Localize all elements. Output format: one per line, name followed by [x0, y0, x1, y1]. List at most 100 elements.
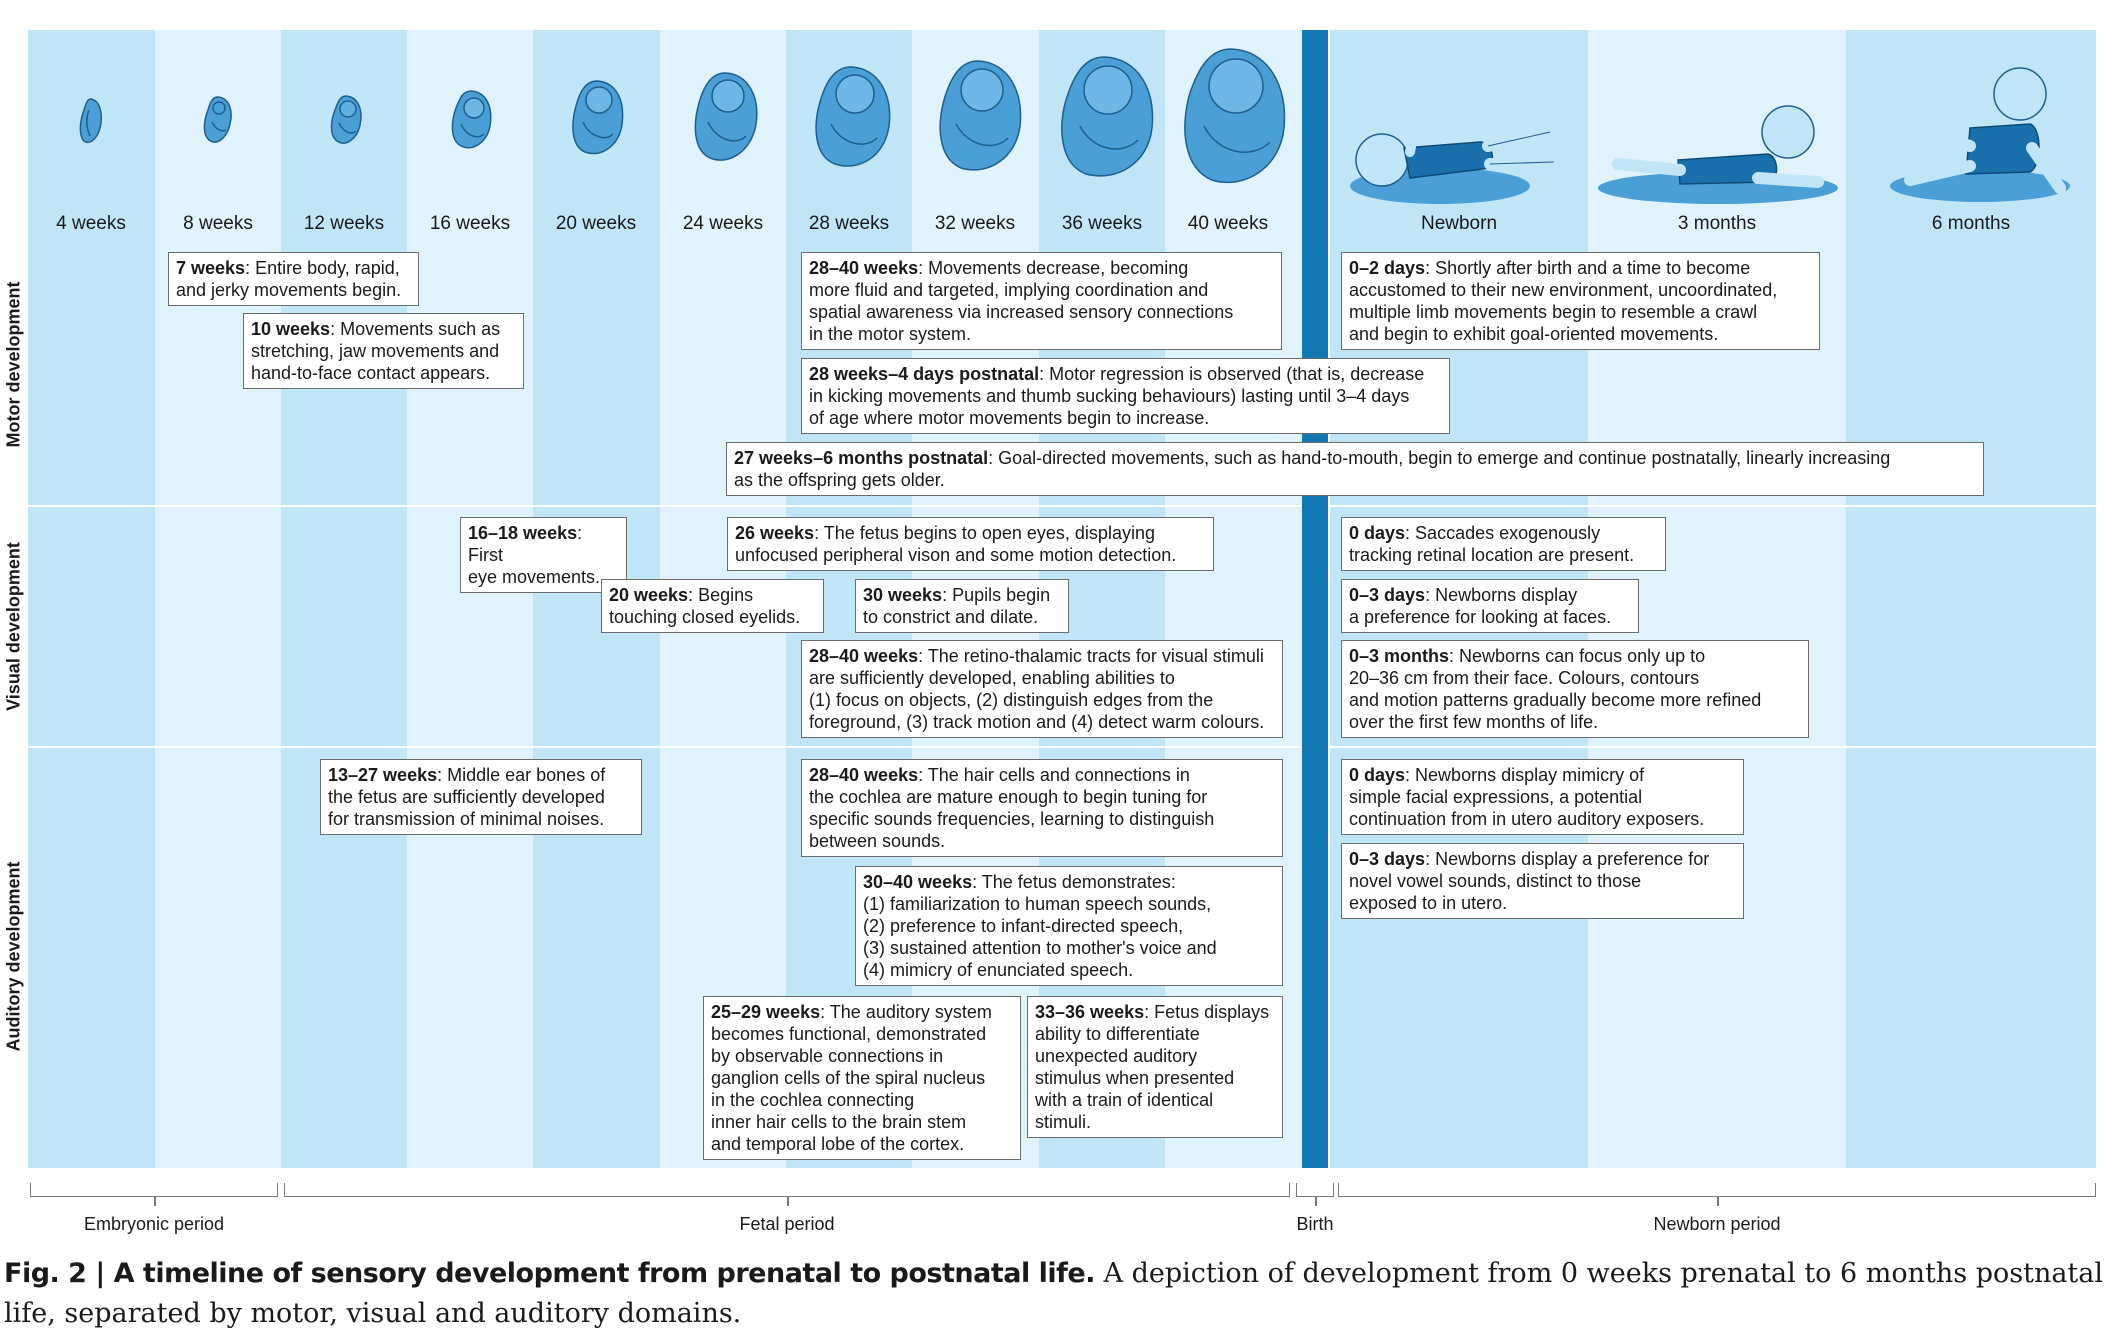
row-divider — [28, 746, 2096, 748]
row-label-auditory: Auditory development — [3, 861, 24, 1052]
note-text: : The hair cells and connections in the … — [809, 765, 1215, 851]
note-text: : Middle ear bones of the fetus are suff… — [328, 765, 606, 829]
label-4-weeks: 4 weeks — [56, 213, 126, 234]
note-title: 0–3 months — [1349, 646, 1450, 666]
note-title: 30–40 weeks — [863, 872, 973, 892]
note-text: : The fetus begins to open eyes, display… — [735, 523, 1177, 565]
caption-label: Fig. 2 | A timeline of sensory developme… — [4, 1258, 1095, 1289]
label-embryonic-period: Embryonic period — [83, 1214, 225, 1234]
motor-note-0-2-days: 0–2 days: Shortly after birth and a time… — [1341, 252, 1820, 350]
baby-3-months-icon — [1598, 105, 1838, 204]
fetus-24-weeks-icon — [694, 72, 758, 161]
note-text: : Fetus displays ability to differentiat… — [1035, 1002, 1270, 1132]
auditory-note-33-36-weeks: 33–36 weeks: Fetus displays ability to d… — [1027, 996, 1283, 1138]
row-divider — [28, 505, 2096, 507]
note-text: : The retino-thalamic tracts for visual … — [809, 646, 1265, 732]
auditory-note-0-3-days: 0–3 days: Newborns display a preference … — [1341, 843, 1744, 919]
newborn-period-bracket — [1338, 1183, 2096, 1206]
note-title: 7 weeks — [176, 258, 246, 278]
note-title: 20 weeks — [609, 585, 689, 605]
column-8-weeks — [155, 30, 281, 1168]
column-12-weeks — [281, 30, 407, 1168]
label-32-weeks: 32 weeks — [934, 213, 1016, 234]
note-text: : Goal-directed movements, such as hand-… — [734, 448, 1891, 490]
note-text: : Saccades exogenously tracking retinal … — [1349, 523, 1635, 565]
birth-marker-bar — [1302, 30, 1328, 1168]
note-title: 25–29 weeks — [711, 1002, 821, 1022]
note-title: 13–27 weeks — [328, 765, 438, 785]
embryo-12-weeks-icon — [330, 95, 362, 144]
visual-note-20-weeks: 20 weeks: Begins touching closed eyelids… — [601, 579, 824, 633]
note-title: 0–2 days — [1349, 258, 1426, 278]
note-title: 26 weeks — [735, 523, 815, 543]
motor-note-27-weeks-6-months: 27 weeks–6 months postnatal: Goal-direct… — [726, 442, 1984, 496]
label-newborn: Newborn — [1420, 213, 1498, 234]
motor-note-28-40-weeks: 28–40 weeks: Movements decrease, becomin… — [801, 252, 1282, 350]
note-text: : Newborns can focus only up to 20–36 cm… — [1349, 646, 1762, 732]
note-title: 0–3 days — [1349, 849, 1426, 869]
row-label-motor: Motor development — [3, 281, 24, 448]
row-label-visual: Visual development — [3, 542, 24, 711]
note-title: 33–36 weeks — [1035, 1002, 1145, 1022]
label-birth: Birth — [1296, 1214, 1334, 1234]
visual-note-30-weeks: 30 weeks: Pupils begin to constrict and … — [855, 579, 1069, 633]
column-16-weeks — [407, 30, 533, 1168]
embryonic-period-bracket — [30, 1183, 278, 1206]
note-text: : Newborns display mimicry of simple fac… — [1349, 765, 1705, 829]
label-36-weeks: 36 weeks — [1061, 213, 1143, 234]
motor-note-10-weeks: 10 weeks: Movements such as stretching, … — [243, 313, 524, 389]
auditory-note-0-days: 0 days: Newborns display mimicry of simp… — [1341, 759, 1744, 835]
motor-note-28-weeks-4-days: 28 weeks–4 days postnatal: Motor regress… — [801, 358, 1450, 434]
column-6-months — [1846, 30, 2096, 1168]
note-text: : Shortly after birth and a time to beco… — [1349, 258, 1778, 344]
fetus-40-weeks-icon — [1184, 48, 1286, 184]
note-title: 16–18 weeks — [468, 523, 578, 543]
birth-bracket — [1296, 1183, 1334, 1206]
column-4-weeks — [28, 30, 155, 1168]
fetus-36-weeks-icon — [1061, 56, 1154, 177]
note-title: 0–3 days — [1349, 585, 1426, 605]
fetus-28-weeks-icon — [815, 66, 891, 167]
embryo-8-weeks-icon — [203, 96, 232, 143]
label-fetal-period: Fetal period — [739, 1214, 835, 1234]
note-title: 30 weeks — [863, 585, 943, 605]
auditory-note-25-29-weeks: 25–29 weeks: The auditory system becomes… — [703, 996, 1021, 1160]
note-text: : Newborns display a preference for nove… — [1349, 849, 1710, 913]
note-text: : Begins touching closed eyelids. — [609, 585, 801, 627]
auditory-note-30-40-weeks: 30–40 weeks: The fetus demonstrates: (1)… — [855, 866, 1283, 986]
note-title: 28 weeks–4 days postnatal — [809, 364, 1040, 384]
note-title: 0 days — [1349, 523, 1406, 543]
note-title: 28–40 weeks — [809, 646, 919, 666]
label-24-weeks: 24 weeks — [682, 213, 764, 234]
visual-note-28-40-weeks: 28–40 weeks: The retino-thalamic tracts … — [801, 640, 1283, 738]
note-text: : The auditory system becomes functional… — [711, 1002, 992, 1154]
note-text: : Pupils begin to constrict and dilate. — [863, 585, 1051, 627]
note-text: : Movements decrease, becoming more flui… — [809, 258, 1234, 344]
visual-note-0-days: 0 days: Saccades exogenously tracking re… — [1341, 517, 1666, 571]
label-12-weeks: 12 weeks — [303, 213, 385, 234]
note-title: 28–40 weeks — [809, 765, 919, 785]
motor-note-7-weeks: 7 weeks: Entire body, rapid, and jerky m… — [168, 252, 419, 306]
label-newborn-period: Newborn period — [1653, 1214, 1781, 1234]
note-title: 28–40 weeks — [809, 258, 919, 278]
note-text: : Movements such as stretching, jaw move… — [251, 319, 501, 383]
baby-6-months-icon — [1890, 67, 2070, 202]
label-28-weeks: 28 weeks — [808, 213, 890, 234]
visual-note-0-3-days: 0–3 days: Newborns display a preference … — [1341, 579, 1639, 633]
label-6-months: 6 months — [1931, 213, 2011, 234]
caption-text: A depiction of development from 0 weeks … — [4, 1258, 2104, 1329]
note-title: 0 days — [1349, 765, 1406, 785]
auditory-note-13-27-weeks: 13–27 weeks: Middle ear bones of the fet… — [320, 759, 642, 835]
label-3-months: 3 months — [1677, 213, 1757, 234]
note-text: : Motor regression is observed (that is,… — [809, 364, 1425, 428]
label-40-weeks: 40 weeks — [1187, 213, 1269, 234]
visual-note-26-weeks: 26 weeks: The fetus begins to open eyes,… — [727, 517, 1214, 571]
label-16-weeks: 16 weeks — [429, 213, 511, 234]
note-text: : The fetus demonstrates: (1) familiariz… — [863, 872, 1217, 980]
fetus-20-weeks-icon — [572, 80, 624, 155]
figure-caption: Fig. 2 | A timeline of sensory developme… — [4, 1254, 2104, 1332]
note-text: : First eye movements. — [468, 523, 601, 587]
embryo-4-weeks-icon — [79, 98, 103, 144]
label-20-weeks: 20 weeks — [555, 213, 637, 234]
fetus-32-weeks-icon — [939, 60, 1022, 171]
